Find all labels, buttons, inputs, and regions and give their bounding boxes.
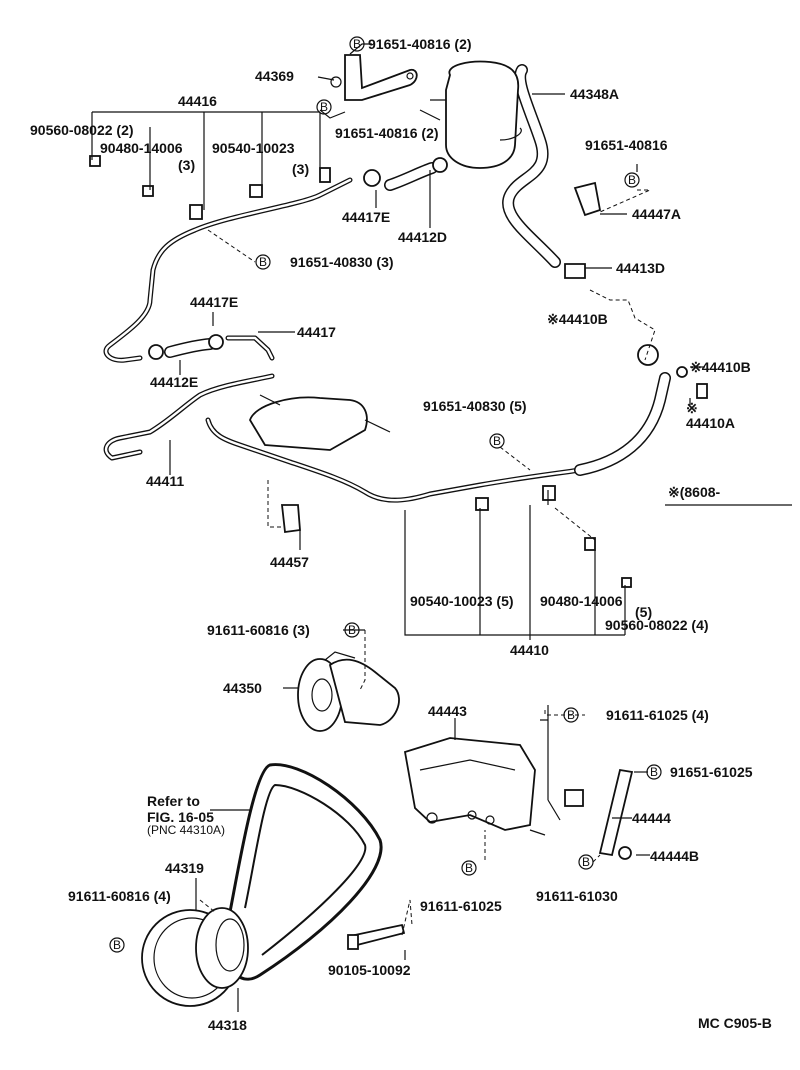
clip-44413D: [564, 263, 586, 279]
label-qty-3a: (3): [178, 157, 195, 173]
bolt-90105-10092: [347, 923, 406, 950]
reservoir-tank: [419, 60, 522, 169]
label-90560-08022-4: 90560-08022 (4): [605, 617, 709, 633]
label-44417E-a: 44417E: [342, 209, 390, 225]
part-labels: 44369 91651-40816 (2) 91651-40816 (2) 44…: [30, 36, 772, 1033]
svg-text:B: B: [567, 708, 575, 722]
label-44318: 44318: [208, 1017, 247, 1033]
label-44417E-b: 44417E: [190, 294, 238, 310]
label-44417: 44417: [297, 324, 336, 340]
diagram-code: MC C905-B: [698, 1015, 772, 1031]
leader-lines: [91, 43, 792, 1012]
label-qty-3b: (3): [292, 161, 309, 177]
pressure-tube-44410: [205, 372, 671, 503]
power-steering-pump-44350: [297, 651, 400, 732]
pressure-tube-44416: [103, 177, 353, 363]
refer-line-3: (PNC 44310A): [147, 823, 225, 837]
svg-text:B: B: [348, 623, 356, 637]
label-qty-5: (5): [635, 604, 652, 620]
label-44369: 44369: [255, 68, 294, 84]
label-44410A: 44410A: [686, 415, 735, 431]
clamps-44416: [89, 155, 331, 220]
label-44411: 44411: [146, 473, 184, 489]
svg-text:B: B: [582, 855, 590, 869]
bolt-marker: B: [646, 764, 662, 780]
label-91651-61025: 91651-61025: [670, 764, 753, 780]
label-91611-60816-3: 91611-60816 (3): [207, 622, 310, 638]
bolt-marker: B: [344, 622, 360, 638]
label-44412D: 44412D: [398, 229, 447, 245]
label-91611-61025-4: 91611-61025 (4): [606, 707, 709, 723]
label-90540-10023-5: 90540-10023 (5): [410, 593, 514, 609]
star-44410B-b: ※44410B: [690, 359, 751, 375]
label-44444: 44444: [632, 810, 671, 826]
bracket-44443: [403, 705, 584, 836]
bracket-44457: [280, 504, 301, 534]
svg-text:B: B: [259, 255, 267, 269]
label-91651-40816-2a: 91651-40816 (2): [368, 36, 472, 52]
label-90480-14006-b: 90480-14006: [540, 593, 623, 609]
return-tube-44411: [103, 373, 275, 461]
pulley-44318: [141, 907, 249, 1007]
label-44416: 44416: [178, 93, 217, 109]
svg-text:B: B: [465, 861, 473, 875]
label-91611-61030: 91611-61030: [536, 888, 618, 904]
star-44410A-mark: ※: [686, 400, 698, 416]
star-44410B-a: ※44410B: [547, 311, 608, 327]
label-91651-40830-5: 91651-40830 (5): [423, 398, 527, 414]
bolt-marker: B: [255, 254, 271, 270]
tube-44417: [225, 335, 275, 361]
refer-line-2: FIG. 16-05: [147, 809, 214, 825]
adjusting-strap-44444: [598, 768, 634, 860]
bolt-marker: B: [563, 707, 579, 723]
label-91651-40816: 91651-40816: [585, 137, 668, 153]
bolt-marker: B: [578, 854, 594, 870]
clamp-44412D-end: [432, 157, 448, 173]
clip-44447A: [573, 181, 602, 217]
label-44410: 44410: [510, 642, 549, 658]
bolt-marker: B: [461, 860, 477, 876]
label-44443: 44443: [428, 703, 467, 719]
bolt-marker: B: [624, 172, 640, 188]
return-hose-44348A: [502, 64, 561, 268]
label-90480-14006: 90480-14006: [100, 140, 183, 156]
svg-text:B: B: [353, 37, 361, 51]
label-44444B: 44444B: [650, 848, 699, 864]
bolt-marker: B: [349, 36, 365, 52]
fittings-44410: [475, 344, 708, 588]
label-91651-40816-2b: 91651-40816 (2): [335, 125, 439, 141]
label-91611-60816-4: 91611-60816 (4): [68, 888, 171, 904]
label-90105-10092: 90105-10092: [328, 962, 411, 978]
label-91611-61025: 91611-61025: [420, 898, 502, 914]
label-44348A: 44348A: [570, 86, 619, 102]
svg-text:B: B: [113, 938, 121, 952]
label-91651-40830-3: 91651-40830 (3): [290, 254, 394, 270]
label-44447A: 44447A: [632, 206, 681, 222]
refer-line-1: Refer to: [147, 793, 200, 809]
label-44350: 44350: [223, 680, 262, 696]
bolt-marker: B: [316, 99, 332, 115]
svg-text:B: B: [628, 173, 636, 187]
clamp-44417E-a: [363, 169, 381, 187]
hose-44412E: [164, 338, 216, 358]
label-44412E: 44412E: [150, 374, 198, 390]
steering-gear: [249, 394, 391, 451]
label-90540-10023: 90540-10023: [212, 140, 295, 156]
bracket-44369: [330, 54, 418, 101]
v-belt: [228, 763, 383, 981]
clamp-44417E-b: [148, 334, 224, 360]
label-44457: 44457: [270, 554, 309, 570]
note-8608: ※(8608-: [668, 484, 721, 500]
bolt-marker: B: [109, 937, 125, 953]
bolt-markers: B B B B B B B B B B B: [109, 36, 662, 953]
svg-text:B: B: [493, 434, 501, 448]
label-44413D: 44413D: [616, 260, 665, 276]
svg-text:B: B: [650, 765, 658, 779]
svg-text:B: B: [320, 100, 328, 114]
label-44319: 44319: [165, 860, 204, 876]
label-90560-08022-2: 90560-08022 (2): [30, 122, 134, 138]
hose-44412D: [384, 162, 438, 191]
bolt-marker: B: [489, 433, 505, 449]
